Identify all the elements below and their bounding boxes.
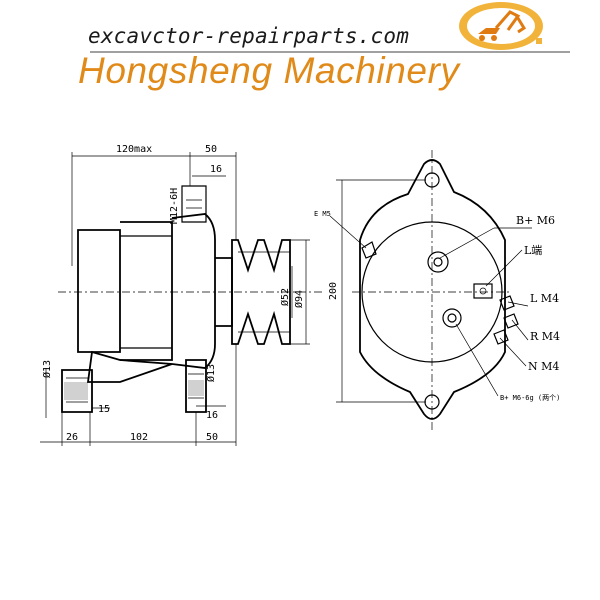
side-view: 120max 50 16 M12-6H Ø52 Ø94 Ø13 Ø13 15 1… (40, 144, 322, 446)
dia-52: Ø52 (279, 288, 291, 306)
dim-50-bottom: 50 (206, 432, 218, 443)
brand-name: Hongsheng Machinery (78, 50, 460, 91)
excavator-logo-icon (459, 2, 543, 50)
rear-view: E M5 B+ M6 L端 L M4 R M4 N M4 200 B+ M6-6… (314, 150, 560, 430)
dim-102: 102 (130, 432, 148, 443)
label-e-m5: E M5 (314, 210, 331, 218)
label-n-m4: N M4 (528, 360, 559, 373)
dia-13-left: Ø13 (41, 360, 53, 378)
label-b-plus-m6: B+ M6 (516, 214, 555, 227)
label-r-m4: R M4 (530, 330, 560, 343)
note-b-plus-m6-6g: B+ M6-6g (两个) (500, 394, 560, 402)
label-l-m4: L M4 (530, 292, 559, 305)
dim-26: 26 (66, 432, 78, 443)
website-url: excavctor-repairparts.com (88, 24, 410, 48)
dim-200: 200 (328, 282, 339, 300)
label-l-terminal: L端 (524, 244, 542, 257)
dim-120max: 120max (116, 144, 152, 155)
dim-16-bottom: 16 (206, 410, 218, 421)
dim-50-top: 50 (205, 144, 217, 155)
dim-16-top: 16 (210, 164, 222, 175)
dia-13-right: Ø13 (205, 364, 217, 382)
dim-15: 15 (98, 404, 110, 415)
dia-94: Ø94 (293, 290, 305, 308)
thread-m12-6h: M12-6H (169, 188, 180, 224)
